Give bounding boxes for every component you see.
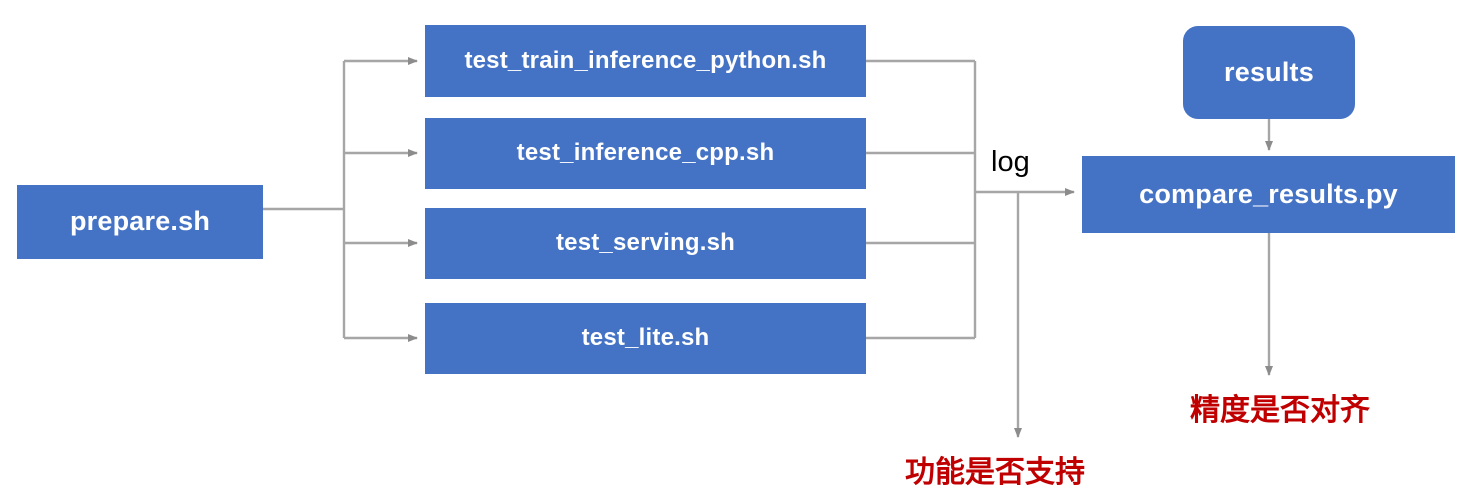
node-compare-results-py[interactable]: compare_results.py bbox=[1082, 156, 1455, 233]
edge-label-log: log bbox=[991, 146, 1030, 178]
note-function-supported: 功能是否支持 bbox=[905, 456, 1085, 489]
node-test-train-inference-python-sh[interactable]: test_train_inference_python.sh bbox=[425, 25, 866, 97]
node-prepare-sh[interactable]: prepare.sh bbox=[17, 185, 263, 259]
node-results[interactable]: results bbox=[1183, 26, 1355, 119]
note-accuracy-aligned: 精度是否对齐 bbox=[1190, 394, 1370, 427]
node-test-serving-sh[interactable]: test_serving.sh bbox=[425, 208, 866, 279]
node-test-lite-sh[interactable]: test_lite.sh bbox=[425, 303, 866, 374]
node-test-inference-cpp-sh[interactable]: test_inference_cpp.sh bbox=[425, 118, 866, 189]
